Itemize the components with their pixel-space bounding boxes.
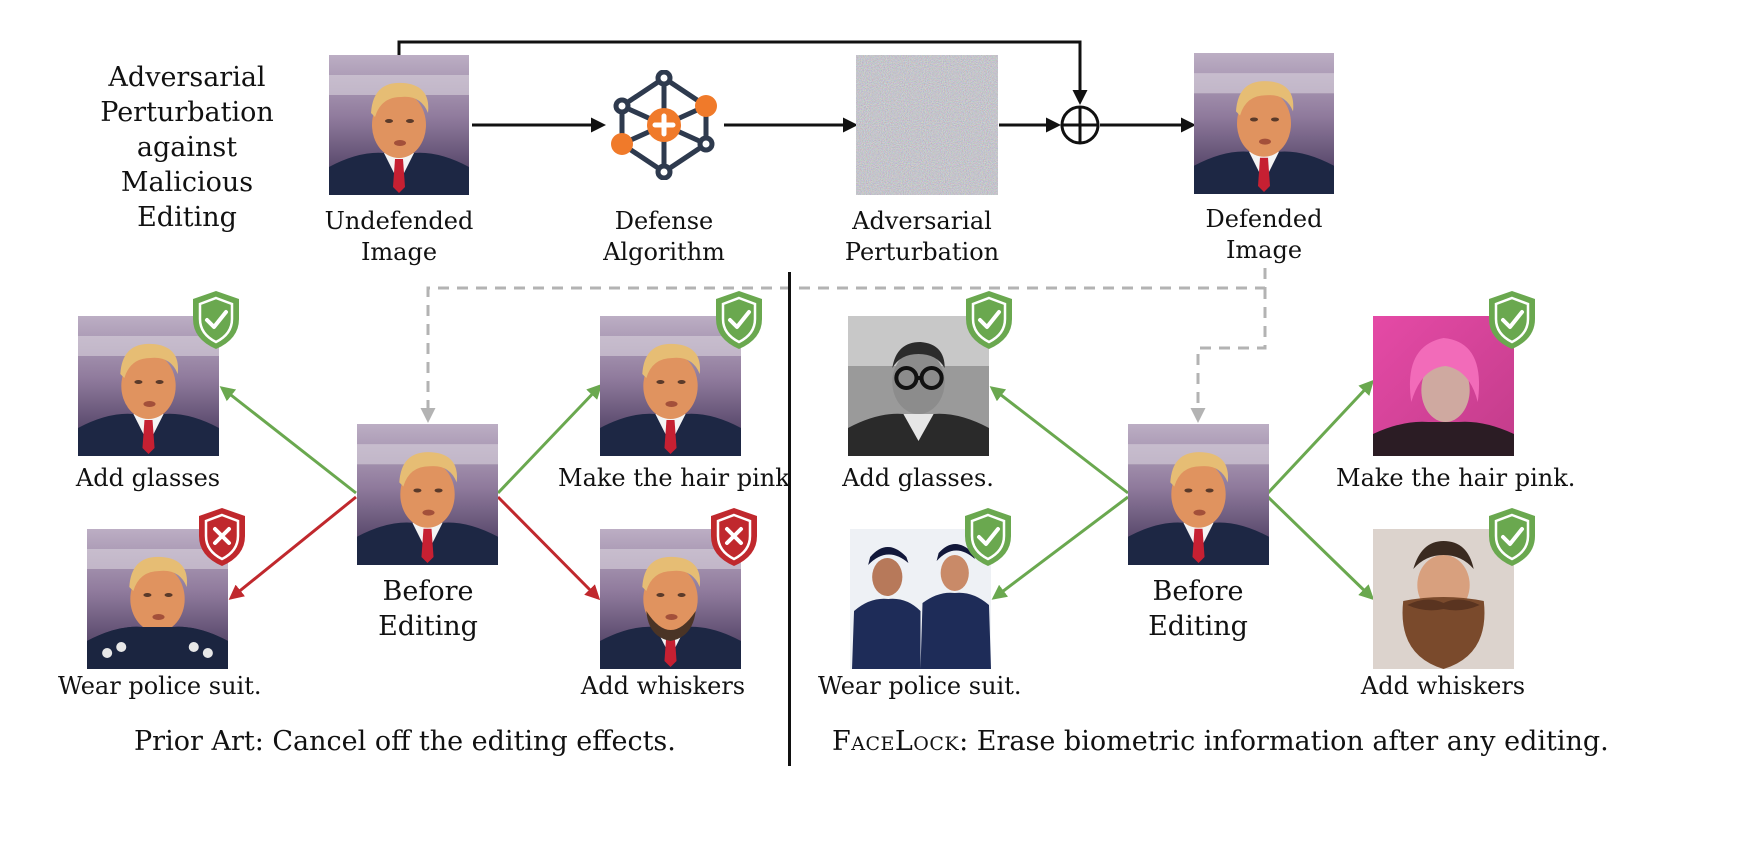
facelock-whiskers-label: Add whiskers [1360, 672, 1526, 700]
failure-shield-icon [708, 506, 760, 568]
sum-operator [1060, 105, 1100, 145]
success-shield-icon [190, 289, 242, 351]
prior-art-edit-arrows [219, 383, 603, 601]
prior-art-whiskers-label: Add whiskers [580, 672, 746, 700]
success-shield-icon [1486, 289, 1538, 351]
facelock-glasses-image [848, 316, 989, 456]
prior-art-before-image [357, 424, 498, 565]
defense-algorithm-label: Defense Algorithm [603, 207, 725, 266]
facelock-caption-text: : Erase biometric information after any … [959, 726, 1609, 757]
facelock-edit-arrows [989, 379, 1375, 601]
undefended-image-label: Undefended Image [324, 207, 474, 266]
prior-art-whiskers-image [600, 529, 741, 669]
failure-shield-icon [196, 506, 248, 568]
success-shield-icon [713, 289, 765, 351]
adversarial-perturbation-image [856, 55, 998, 195]
facelock-glasses-label: Add glasses. [842, 464, 994, 492]
prior-art-before-label: Before Editing [378, 576, 478, 642]
undefended-image [329, 55, 469, 195]
facelock-method-name: FaceLock [832, 726, 960, 757]
success-shield-icon [963, 289, 1015, 351]
section-divider [788, 272, 791, 766]
success-shield-icon [962, 506, 1014, 568]
prior-art-police-image [87, 529, 228, 669]
facelock-hair-label: Make the hair pink. [1336, 464, 1576, 492]
dashed-feed-lines [420, 268, 1267, 423]
prior-art-hair-label: Make the hair pink [558, 464, 790, 492]
pipeline-title: Adversarial Perturbation against Malicio… [100, 62, 274, 233]
prior-art-caption: Prior Art: Cancel off the editing effect… [134, 726, 676, 757]
adversarial-perturbation-label: Adversarial Perturbation [844, 207, 1000, 266]
facelock-whiskers-image [1373, 529, 1514, 669]
success-shield-icon [1486, 506, 1538, 568]
defense-network-icon [609, 69, 719, 181]
facelock-caption: FaceLock: Erase biometric information af… [832, 724, 1609, 759]
prior-art-glasses-label: Add glasses [75, 464, 221, 492]
facelock-police-image [850, 529, 991, 669]
prior-art-police-label: Wear police suit. [58, 672, 262, 700]
skip-connection-arrow [397, 40, 1088, 105]
facelock-hair-image [1373, 316, 1514, 456]
pipeline-arrows [397, 40, 1196, 133]
facelock-police-label: Wear police suit. [818, 672, 1022, 700]
defended-image [1194, 53, 1334, 194]
facelock-before-label: Before Editing [1148, 576, 1248, 642]
defended-image-label: Defended Image [1205, 205, 1323, 264]
facelock-before-image [1128, 424, 1269, 565]
